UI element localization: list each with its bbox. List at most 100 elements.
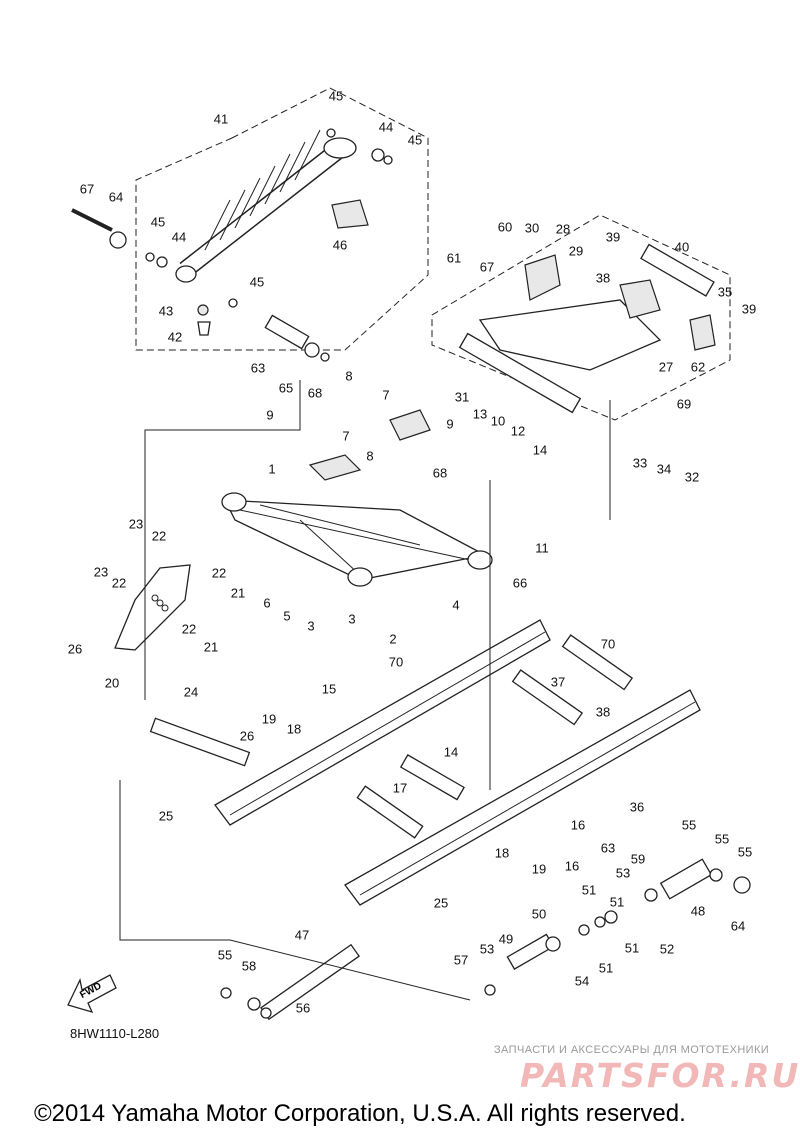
callout-31: 31: [455, 389, 469, 404]
rear-axle-hardware: [220, 858, 751, 1019]
callout-28: 28: [556, 221, 570, 236]
callout-55: 55: [218, 947, 232, 962]
callout-64: 64: [109, 189, 123, 204]
callout-4: 4: [452, 597, 459, 612]
callout-10: 10: [491, 413, 505, 428]
callout-9: 9: [446, 416, 453, 431]
callout-68: 68: [308, 385, 322, 400]
watermark-tagline: ЗАПЧАСТИ И АКСЕССУАРЫ ДЛЯ МОТОТЕХНИКИ: [494, 1044, 770, 1056]
shock-fasteners: [71, 128, 393, 362]
callout-62: 62: [691, 359, 705, 374]
callout-14: 14: [533, 442, 547, 457]
callout-22: 22: [182, 621, 196, 636]
callout-33: 33: [633, 455, 647, 470]
slide-rails: [214, 619, 701, 906]
callout-63: 63: [251, 360, 265, 375]
callout-49: 49: [499, 931, 513, 946]
callout-8: 8: [345, 368, 352, 383]
shock-absorber-group-outline: [135, 87, 429, 351]
callout-45: 45: [250, 274, 264, 289]
callout-11: 11: [535, 540, 549, 555]
callout-39: 39: [606, 229, 620, 244]
callout-52: 52: [660, 941, 674, 956]
callout-20: 20: [105, 675, 119, 690]
callout-51: 51: [582, 882, 596, 897]
callout-12: 12: [511, 423, 525, 438]
cross-shafts: [149, 634, 634, 1021]
watermark-logo: PARTSFOR.RU: [520, 1056, 800, 1095]
callout-13: 13: [473, 406, 487, 421]
callout-41: 41: [214, 111, 228, 126]
callout-32: 32: [685, 469, 699, 484]
boundary-lines: [119, 380, 611, 1001]
callout-3: 3: [348, 611, 355, 626]
callout-36: 36: [630, 799, 644, 814]
callout-44: 44: [379, 119, 393, 134]
callout-1: 1: [268, 461, 275, 476]
callout-30: 30: [525, 220, 539, 235]
callout-19: 19: [262, 711, 276, 726]
rear-shock-absorber: [175, 129, 369, 283]
callout-46: 46: [333, 237, 347, 252]
callout-21: 21: [204, 639, 218, 654]
callout-70: 70: [389, 654, 403, 669]
callout-50: 50: [532, 906, 546, 921]
callout-57: 57: [454, 952, 468, 967]
drawing-code: 8HW1110-L280: [70, 1026, 160, 1041]
callout-38: 38: [596, 704, 610, 719]
callout-22: 22: [112, 575, 126, 590]
callout-51: 51: [599, 960, 613, 975]
callout-6: 6: [263, 595, 270, 610]
callout-55: 55: [682, 817, 696, 832]
callout-27: 27: [659, 359, 673, 374]
callout-68: 68: [433, 465, 447, 480]
callout-37: 37: [551, 674, 565, 689]
callout-45: 45: [408, 132, 422, 147]
callout-7: 7: [342, 428, 349, 443]
callout-56: 56: [296, 1000, 310, 1015]
callout-53: 53: [480, 941, 494, 956]
callout-60: 60: [498, 219, 512, 234]
callout-38: 38: [596, 270, 610, 285]
callout-24: 24: [184, 684, 198, 699]
callout-59: 59: [631, 851, 645, 866]
callout-23: 23: [94, 564, 108, 579]
callout-48: 48: [691, 903, 705, 918]
callout-42: 42: [168, 329, 182, 344]
callout-22: 22: [212, 565, 226, 580]
rear-arm-assembly: [431, 214, 731, 421]
fwd-arrow: FWD: [67, 974, 117, 1014]
callout-16: 16: [565, 858, 579, 873]
callout-67: 67: [480, 259, 494, 274]
callout-69: 69: [677, 396, 691, 411]
callout-67: 67: [80, 181, 94, 196]
callout-66: 66: [513, 575, 527, 590]
callout-34: 34: [657, 461, 671, 476]
callout-35: 35: [718, 284, 732, 299]
callout-17: 17: [393, 780, 407, 795]
callout-55: 55: [738, 844, 752, 859]
callout-14: 14: [444, 744, 458, 759]
callout-26: 26: [68, 641, 82, 656]
callout-44: 44: [172, 229, 186, 244]
callout-3: 3: [307, 618, 314, 633]
callout-19: 19: [532, 861, 546, 876]
copyright-notice: ©2014 Yamaha Motor Corporation, U.S.A. A…: [34, 1100, 686, 1127]
callout-54: 54: [575, 973, 589, 988]
callout-15: 15: [322, 681, 336, 696]
callout-25: 25: [434, 895, 448, 910]
link-plate-assembly: [114, 564, 191, 651]
callout-45: 45: [329, 88, 343, 103]
callout-63: 63: [601, 840, 615, 855]
callout-70: 70: [601, 636, 615, 651]
callout-51: 51: [610, 894, 624, 909]
callout-58: 58: [242, 958, 256, 973]
callout-26: 26: [240, 728, 254, 743]
callout-18: 18: [287, 721, 301, 736]
callout-22: 22: [152, 528, 166, 543]
callout-18: 18: [495, 845, 509, 860]
callout-65: 65: [279, 380, 293, 395]
front-arm-assembly: [221, 409, 493, 587]
